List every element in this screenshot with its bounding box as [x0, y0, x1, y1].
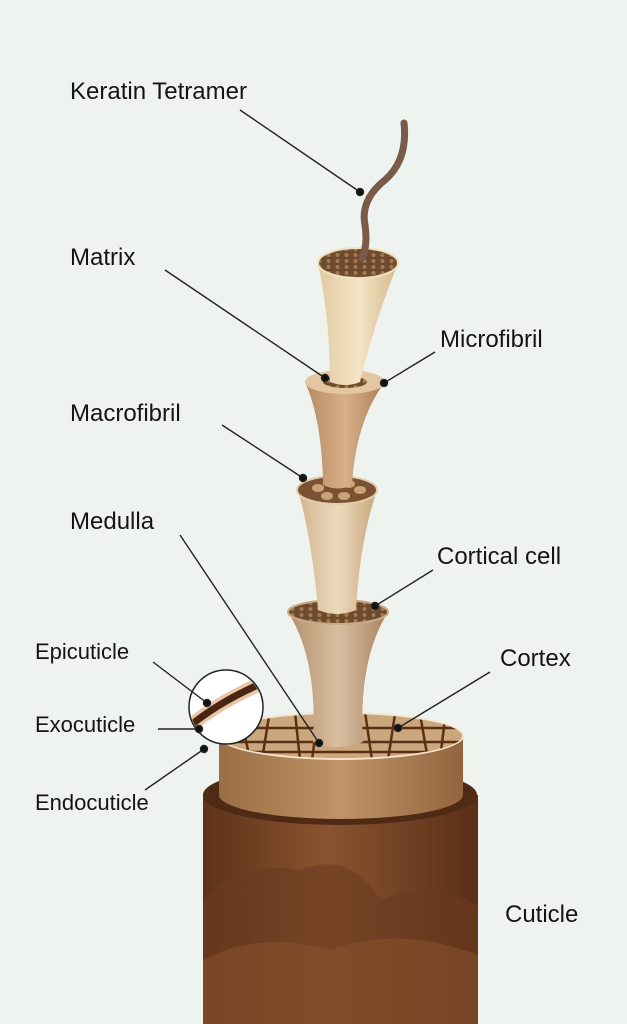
label-matrix: Matrix: [70, 244, 136, 271]
label-epicuticle: Epicuticle: [35, 639, 130, 664]
label-exocuticle: Exocuticle: [35, 712, 136, 737]
microfibril-cone: [305, 370, 385, 489]
label-cuticle: Cuticle: [505, 901, 579, 928]
cuticle-cylinder: [203, 765, 478, 1024]
keratin-fiber: [358, 119, 409, 262]
label-cortical-cell: Cortical cell: [437, 543, 562, 570]
label-cortex: Cortex: [500, 645, 571, 672]
label-keratin-tetramer: Keratin Tetramer: [70, 78, 247, 105]
matrix-cone: [317, 247, 399, 385]
leader-lines: [144, 109, 491, 791]
label-macrofibril: Macrofibril: [70, 400, 181, 427]
label-microfibril: Microfibril: [440, 326, 543, 353]
label-medulla: Medulla: [70, 508, 155, 535]
macrofibril-cone: [296, 475, 378, 614]
cortical-cell-cone: [287, 599, 389, 747]
label-endocuticle: Endocuticle: [35, 790, 149, 815]
